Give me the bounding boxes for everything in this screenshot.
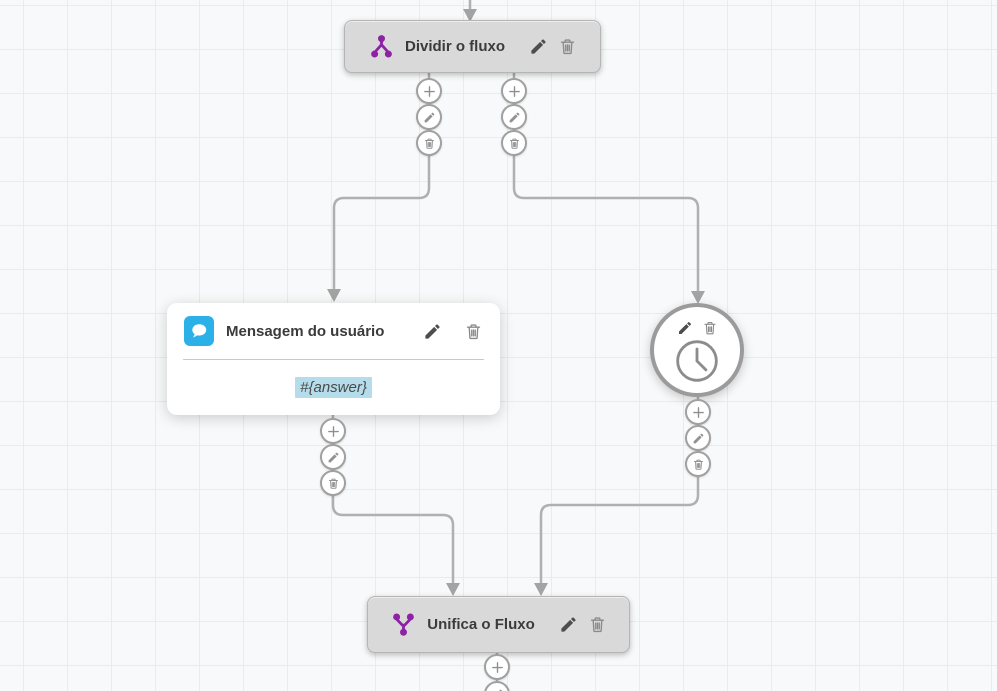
connector-message-to-merge [331, 412, 455, 586]
delete-node-button[interactable] [588, 615, 607, 634]
trash-icon [703, 322, 716, 335]
node-user-message-label: Mensagem do usuário [226, 322, 385, 340]
connector-wait-to-merge [539, 394, 700, 586]
arrowhead-entry [463, 9, 477, 22]
add-port-button[interactable] [484, 654, 510, 680]
node-user-message[interactable]: Mensagem do usuário #{answer} [167, 303, 500, 415]
node-divider [183, 359, 484, 360]
node-merge-label: Unifica o Fluxo [427, 616, 535, 633]
pencil-icon [678, 321, 691, 334]
delete-node-button[interactable] [558, 37, 577, 56]
edit-connector-button[interactable] [685, 425, 711, 451]
arrowhead-merge-right [534, 583, 548, 596]
trash-icon [509, 138, 519, 149]
chat-bubble-icon [184, 316, 214, 346]
edit-connector-button[interactable] [320, 444, 346, 470]
pencil-icon [509, 112, 519, 122]
node-split-label: Dividir o fluxo [404, 38, 505, 55]
plus-icon [508, 85, 520, 97]
pencil-icon [531, 39, 546, 54]
delete-connector-button[interactable] [685, 451, 711, 477]
trash-icon [590, 617, 604, 633]
trash-icon [328, 478, 338, 489]
pencil-icon [497, 689, 502, 691]
trash-icon [466, 323, 481, 339]
split-flow-icon [371, 35, 392, 58]
merge-flow-icon [393, 613, 415, 636]
delete-node-button[interactable] [702, 320, 718, 336]
pencil-icon [424, 112, 434, 122]
edit-node-button[interactable] [559, 615, 578, 634]
arrowhead-wait [691, 291, 705, 304]
delete-connector-button[interactable] [416, 130, 442, 156]
edit-connector-button[interactable] [501, 104, 527, 130]
plus-icon [692, 406, 704, 418]
edit-connector-button[interactable] [416, 104, 442, 130]
plus-icon [327, 425, 339, 437]
trash-icon [693, 459, 703, 470]
plus-icon [491, 661, 503, 673]
edit-node-button[interactable] [529, 37, 548, 56]
pencil-icon [561, 617, 576, 632]
connector-split-to-wait [512, 71, 700, 293]
pencil-icon [693, 433, 703, 443]
delete-connector-button[interactable] [501, 130, 527, 156]
trash-icon [424, 138, 434, 149]
pencil-icon [328, 452, 338, 462]
plus-icon [423, 85, 435, 97]
trash-icon [560, 39, 575, 55]
pencil-icon [425, 323, 440, 339]
delete-node-button[interactable] [464, 322, 483, 341]
node-split-flow[interactable]: Dividir o fluxo [344, 20, 601, 73]
add-port-button[interactable] [501, 78, 527, 104]
arrowhead-merge-left [446, 583, 460, 596]
add-port-button[interactable] [320, 418, 346, 444]
node-merge-flow[interactable]: Unifica o Fluxo [367, 596, 630, 653]
add-port-button[interactable] [685, 399, 711, 425]
clock-icon [676, 340, 718, 382]
arrowhead-message [327, 289, 341, 302]
message-variable-chip: #{answer} [295, 376, 372, 398]
delete-connector-button[interactable] [320, 470, 346, 496]
connector-split-to-message [332, 71, 431, 291]
edit-node-button[interactable] [423, 322, 442, 341]
add-port-button[interactable] [416, 78, 442, 104]
edit-node-button[interactable] [677, 320, 693, 336]
node-wait[interactable] [650, 303, 744, 397]
